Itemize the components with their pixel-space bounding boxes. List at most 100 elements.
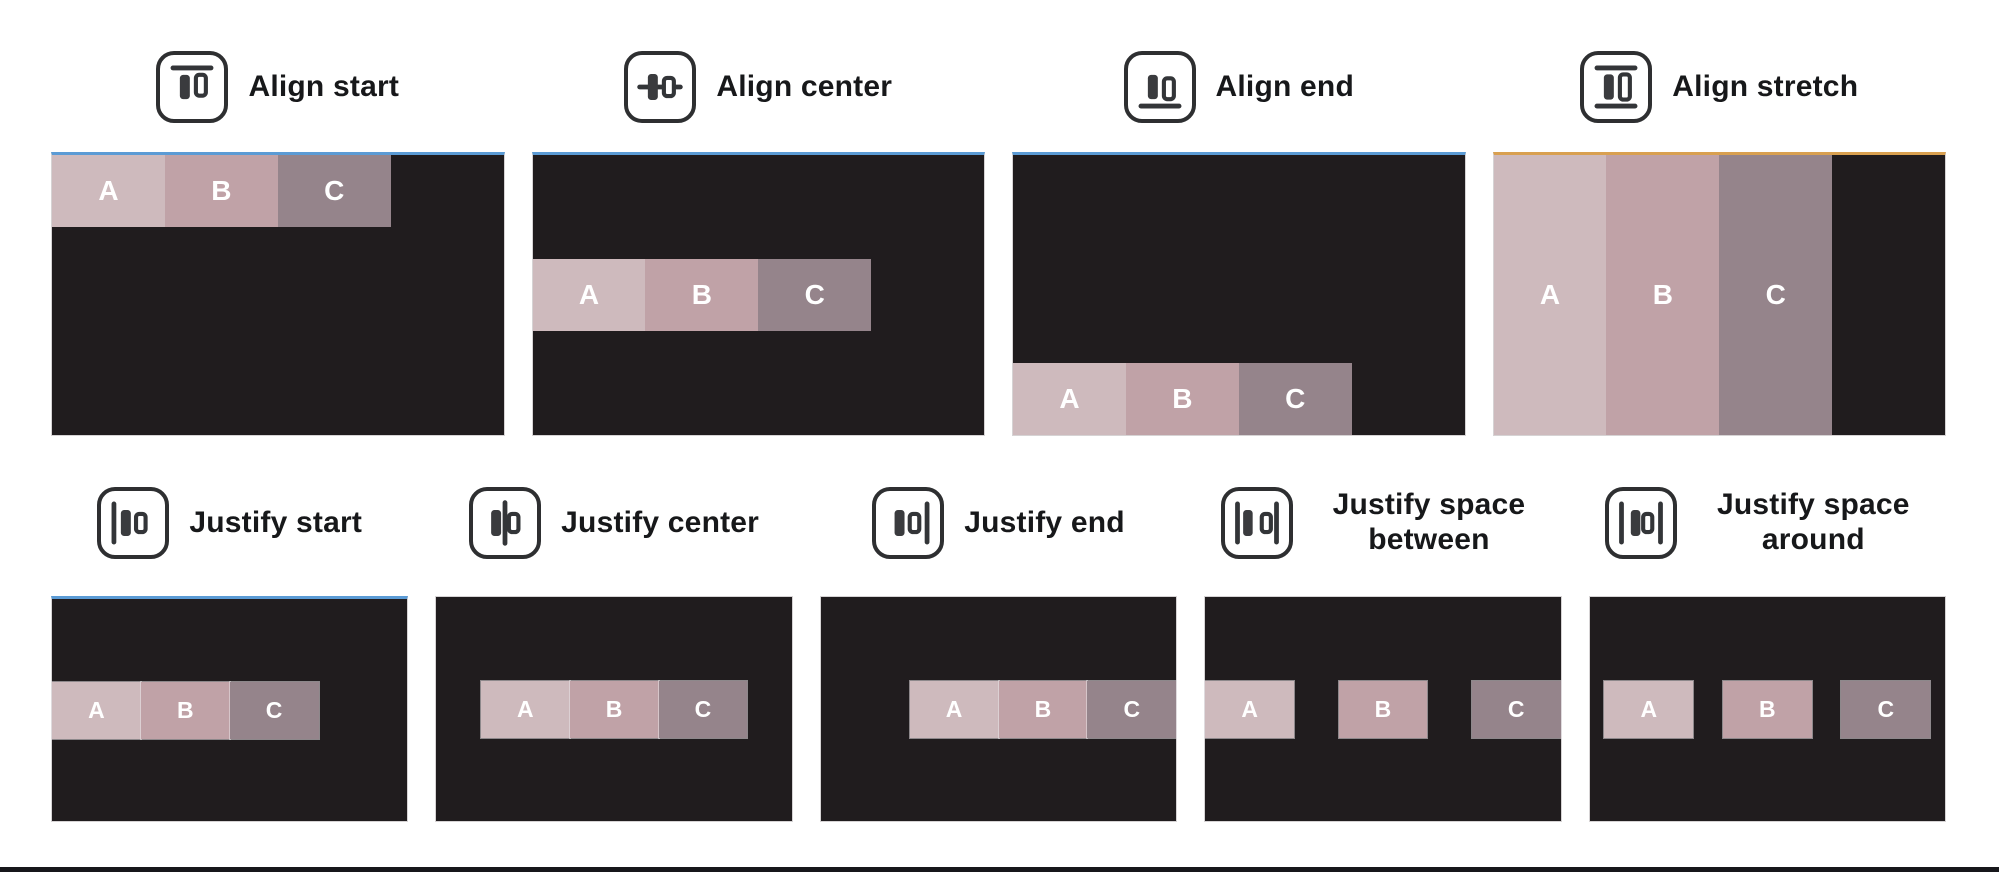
justify-space-around-label: Justify space around xyxy=(1716,488,1910,556)
align-center-header: Align center xyxy=(532,48,986,126)
flex-item-a: A xyxy=(908,679,1000,739)
justify-center-header: Justify center xyxy=(435,484,792,562)
flex-item-b: B xyxy=(997,679,1089,739)
flex-item-a: A xyxy=(52,155,165,227)
justify-end-header: Justify end xyxy=(820,484,1177,562)
card-justify-space-between: Justify space between A B C xyxy=(1204,484,1562,822)
flex-item-b: B xyxy=(1721,679,1813,739)
item-letter: A xyxy=(88,696,105,723)
flex-container: A B C xyxy=(1590,597,1945,821)
flex-item-c: C xyxy=(1840,679,1932,739)
item-letter: B xyxy=(1034,695,1052,722)
card-align-end: Align end A B C xyxy=(1012,48,1466,436)
item-letter: C xyxy=(1765,279,1786,310)
item-letter: A xyxy=(516,695,534,722)
justify-space-around-header: Justify space around xyxy=(1589,484,1946,562)
flex-container: A B C xyxy=(52,155,504,435)
justify-space-between-header: Justify space between xyxy=(1204,484,1561,562)
flex-item-b: B xyxy=(1337,679,1429,739)
item-letter: C xyxy=(1877,695,1895,722)
item-letter: A xyxy=(578,279,600,310)
item-letter: C xyxy=(1507,695,1525,722)
panel-justify-space-between: A B C xyxy=(1204,596,1562,822)
panel-justify-start: A B C xyxy=(51,596,409,822)
flex-item-b: B xyxy=(1125,363,1239,435)
flex-container: A B C xyxy=(1013,155,1465,435)
flex-item-a: A xyxy=(479,679,571,739)
panel-justify-space-around: A B C xyxy=(1588,596,1947,822)
item-letter: B xyxy=(605,695,623,722)
card-justify-space-around: Justify space around A B C xyxy=(1588,484,1947,822)
flex-item-c: C xyxy=(657,679,749,739)
justify-space-between-icon xyxy=(1220,487,1293,559)
item-letter: C xyxy=(1123,695,1141,722)
panel-align-end: A B C xyxy=(1012,152,1466,436)
flex-item-a: A xyxy=(1493,155,1607,435)
item-letter: A xyxy=(1059,383,1080,414)
align-stretch-header: Align stretch xyxy=(1493,48,1947,126)
item-letter: A xyxy=(1640,695,1658,722)
flex-item-b: B xyxy=(139,680,231,740)
justify-start-label: Justify start xyxy=(189,505,363,539)
align-center-icon xyxy=(624,51,697,123)
flex-item-c: C xyxy=(758,259,872,331)
align-stretch-label: Align stretch xyxy=(1672,69,1859,103)
item-letter: C xyxy=(265,696,283,723)
flex-item-c: C xyxy=(1470,679,1562,739)
justify-center-label: Justify center xyxy=(561,505,760,539)
card-align-center: Align center A B C xyxy=(531,48,986,436)
panel-justify-end: A B C xyxy=(819,596,1178,822)
item-letter: C xyxy=(324,175,345,206)
align-end-label: Align end xyxy=(1215,69,1354,103)
align-end-header: Align end xyxy=(1012,48,1466,126)
justify-center-icon xyxy=(469,487,542,559)
justify-space-around-icon xyxy=(1605,487,1678,559)
flex-item-b: B xyxy=(164,155,278,227)
flex-container: A B C xyxy=(436,597,791,821)
card-justify-start: Justify start A B C xyxy=(51,484,409,822)
card-align-stretch: Align stretch A B C xyxy=(1492,48,1947,436)
flex-item-a: A xyxy=(1603,679,1695,739)
justify-space-between-label: Justify space between xyxy=(1332,488,1526,556)
align-end-icon xyxy=(1123,51,1196,123)
align-start-header: Align start xyxy=(51,48,505,126)
flex-item-a: A xyxy=(51,680,142,740)
item-letter: C xyxy=(694,695,712,722)
flex-item-c: C xyxy=(1238,363,1352,435)
flex-item-a: A xyxy=(532,259,646,331)
justify-start-icon xyxy=(97,487,170,559)
item-letter: B xyxy=(1759,695,1776,722)
flex-item-c: C xyxy=(1719,155,1833,435)
card-justify-end: Justify end A B C xyxy=(819,484,1178,822)
item-letter: A xyxy=(1539,279,1561,310)
justify-row: Justify start A B C xyxy=(51,484,1947,822)
justify-start-header: Justify start xyxy=(51,484,408,562)
justify-end-label: Justify end xyxy=(964,505,1125,539)
flex-item-b: B xyxy=(568,679,660,739)
item-letter: B xyxy=(1172,383,1193,414)
panel-align-start: A B C xyxy=(51,152,505,436)
justify-end-icon xyxy=(872,487,945,559)
card-justify-center: Justify center A B C xyxy=(435,484,793,822)
flex-container: A B C xyxy=(1493,155,1946,435)
item-letter: B xyxy=(211,175,232,206)
card-align-start: Align start A B C xyxy=(51,48,505,436)
flex-container: A B C xyxy=(1204,597,1562,821)
item-letter: B xyxy=(176,696,194,723)
flex-item-a: A xyxy=(1013,363,1126,435)
align-row: Align start A B C xyxy=(51,48,1946,436)
item-letter: A xyxy=(1241,695,1258,722)
align-start-icon xyxy=(156,51,229,123)
align-center-label: Align center xyxy=(716,69,893,103)
panel-justify-center: A B C xyxy=(435,596,793,822)
item-letter: B xyxy=(1652,279,1673,310)
flex-item-b: B xyxy=(1606,155,1720,435)
flex-item-b: B xyxy=(645,259,759,331)
flex-container: A B C xyxy=(821,597,1178,821)
align-start-label: Align start xyxy=(248,69,400,103)
item-letter: C xyxy=(804,279,825,310)
flex-item-c: C xyxy=(277,155,391,227)
item-letter: C xyxy=(1285,383,1306,414)
item-letter: A xyxy=(945,695,963,722)
item-letter: A xyxy=(98,175,119,206)
